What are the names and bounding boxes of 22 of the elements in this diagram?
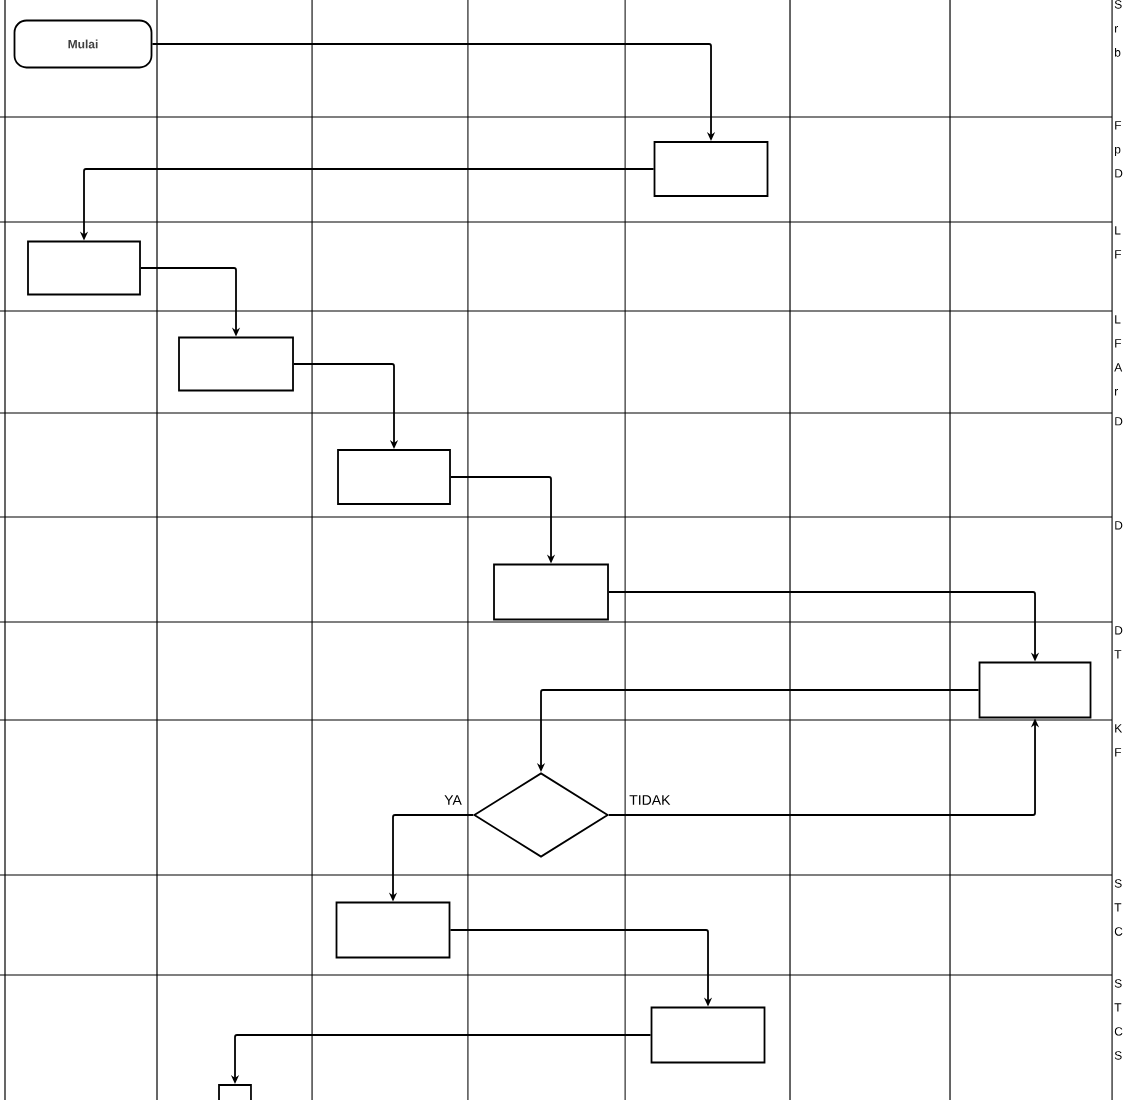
row-text: L F — [1115, 226, 1122, 259]
process-box — [337, 449, 451, 505]
process-box — [218, 1084, 252, 1100]
row-text: S T C S — [1114, 979, 1123, 1060]
row-text: D T — [1114, 626, 1123, 659]
row-text: S r b — [1114, 0, 1122, 57]
row-text: L F A r — [1114, 315, 1123, 396]
process-box — [978, 661, 1092, 719]
process-box — [650, 1006, 766, 1064]
row-text: S T C — [1114, 879, 1123, 936]
process-box — [653, 141, 769, 197]
start-terminal: Mulai — [13, 19, 153, 69]
process-box — [335, 901, 451, 959]
row-text: D — [1115, 417, 1123, 426]
row-text: F p D — [1115, 121, 1123, 178]
process-box — [493, 563, 609, 621]
process-box — [27, 240, 141, 296]
edge-label: YA — [444, 795, 462, 805]
edge-label: TIDAK — [629, 795, 671, 805]
row-text: D — [1115, 521, 1123, 530]
row-text: K F — [1115, 724, 1123, 757]
process-box — [178, 336, 294, 392]
